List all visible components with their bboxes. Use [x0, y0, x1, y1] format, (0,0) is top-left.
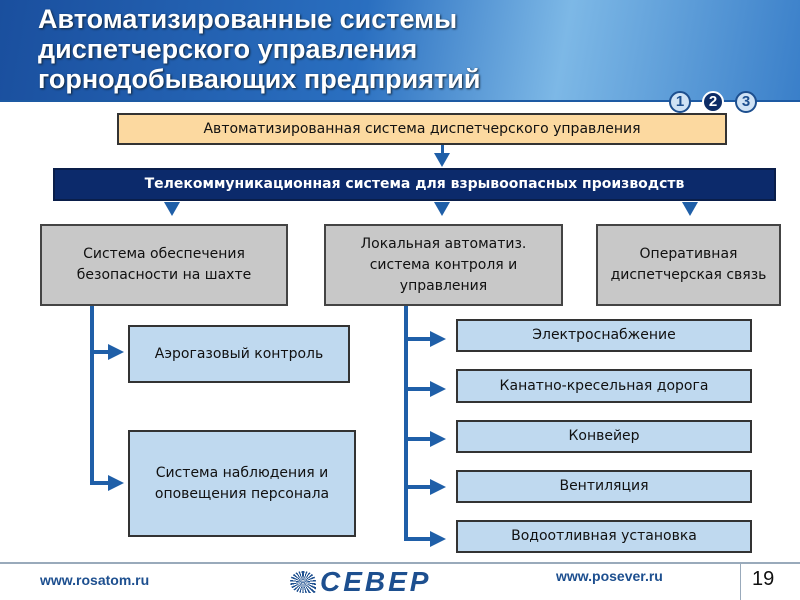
- chairlift-box: Канатно-кресельная дорога: [456, 369, 752, 403]
- connector: [90, 306, 94, 485]
- slide-title: Автоматизированные системы диспетчерског…: [38, 4, 480, 94]
- connector: [441, 145, 444, 155]
- arrow-right-icon: [430, 381, 446, 397]
- connector: [404, 437, 434, 441]
- sever-logo: СЕВЕР: [290, 566, 431, 598]
- arrow-down-icon: [434, 202, 450, 216]
- ventilation-box: Вентиляция: [456, 470, 752, 503]
- arrow-right-icon: [430, 331, 446, 347]
- arrow-down-icon: [434, 153, 450, 167]
- arrow-right-icon: [430, 479, 446, 495]
- connector: [90, 350, 112, 354]
- footer-divider: [0, 562, 800, 564]
- logo-text: СЕВЕР: [320, 566, 432, 597]
- step-1-button[interactable]: 1: [669, 91, 691, 113]
- title-line: Автоматизированные системы: [38, 4, 458, 34]
- connector: [404, 485, 434, 489]
- connector: [90, 481, 112, 485]
- arrow-right-icon: [108, 344, 124, 360]
- connector: [404, 337, 434, 341]
- header-banner: [0, 0, 800, 102]
- title-line: горнодобывающих предприятий: [38, 64, 481, 94]
- conveyor-box: Конвейер: [456, 420, 752, 453]
- surveillance-box: Система наблюдения и оповещения персонал…: [128, 430, 356, 537]
- drainage-box: Водоотливная установка: [456, 520, 752, 553]
- divider: [740, 564, 741, 600]
- dispatch-comm-box: Оперативная диспетчерская связь: [596, 224, 781, 306]
- title-line: диспетчерского управления: [38, 34, 418, 64]
- safety-system-box: Система обеспечения безопасности на шахт…: [40, 224, 288, 306]
- arrow-right-icon: [430, 431, 446, 447]
- power-supply-box: Электроснабжение: [456, 319, 752, 352]
- rosatom-link[interactable]: www.rosatom.ru: [40, 572, 150, 588]
- step-2-button[interactable]: 2: [702, 91, 724, 113]
- arrow-right-icon: [430, 531, 446, 547]
- connector: [404, 537, 434, 541]
- connector: [404, 306, 408, 541]
- adcs-box: Автоматизированная система диспетчерског…: [117, 113, 727, 145]
- local-automation-box: Локальная автоматиз. система контроля и …: [324, 224, 563, 306]
- arrow-down-icon: [682, 202, 698, 216]
- step-3-button[interactable]: 3: [735, 91, 757, 113]
- arrow-right-icon: [108, 475, 124, 491]
- telecom-box: Телекоммуникационная система для взрывоо…: [53, 168, 776, 201]
- shell-logo-icon: [290, 571, 316, 593]
- page-number: 19: [752, 568, 775, 590]
- connector: [404, 387, 434, 391]
- arrow-down-icon: [164, 202, 180, 216]
- posever-link[interactable]: www.posever.ru: [556, 568, 663, 584]
- aerogas-box: Аэрогазовый контроль: [128, 325, 350, 383]
